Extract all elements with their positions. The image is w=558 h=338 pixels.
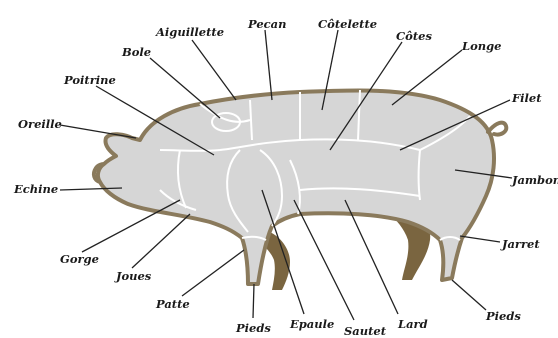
label-poitrine: Poitrine bbox=[63, 73, 116, 87]
leader-gorge bbox=[82, 200, 180, 252]
label-filet: Filet bbox=[511, 91, 542, 105]
leader-pecan bbox=[265, 30, 272, 100]
label-cotelette: Côtelette bbox=[318, 17, 377, 31]
leader-pieds-back bbox=[452, 280, 486, 310]
leader-oreille bbox=[60, 125, 136, 138]
label-patte: Patte bbox=[155, 297, 190, 311]
leader-joues bbox=[132, 214, 190, 268]
label-lard: Lard bbox=[397, 317, 428, 331]
label-jambon: Jambon bbox=[510, 173, 558, 187]
label-aiguillette: Aiguillette bbox=[155, 25, 224, 39]
leader-jarret bbox=[460, 236, 500, 242]
leader-pieds-front bbox=[253, 284, 254, 318]
label-cotes: Côtes bbox=[396, 29, 432, 43]
label-pieds-back: Pieds bbox=[485, 309, 521, 323]
cut-line bbox=[160, 150, 220, 151]
label-pecan: Pecan bbox=[247, 17, 286, 31]
label-pieds-front: Pieds bbox=[235, 321, 271, 335]
label-jarret: Jarret bbox=[500, 237, 540, 251]
label-gorge: Gorge bbox=[60, 252, 99, 266]
label-oreille: Oreille bbox=[18, 117, 62, 131]
leader-sautet bbox=[294, 200, 354, 320]
label-bole: Bole bbox=[121, 45, 151, 59]
leader-patte bbox=[182, 250, 244, 296]
label-epaule: Epaule bbox=[289, 317, 334, 331]
label-sautet: Sautet bbox=[344, 324, 387, 338]
label-longe: Longe bbox=[461, 39, 501, 53]
leader-aiguillette bbox=[192, 40, 236, 100]
label-joues: Joues bbox=[114, 269, 152, 283]
pig-body bbox=[98, 90, 494, 284]
label-echine: Echine bbox=[13, 182, 58, 196]
